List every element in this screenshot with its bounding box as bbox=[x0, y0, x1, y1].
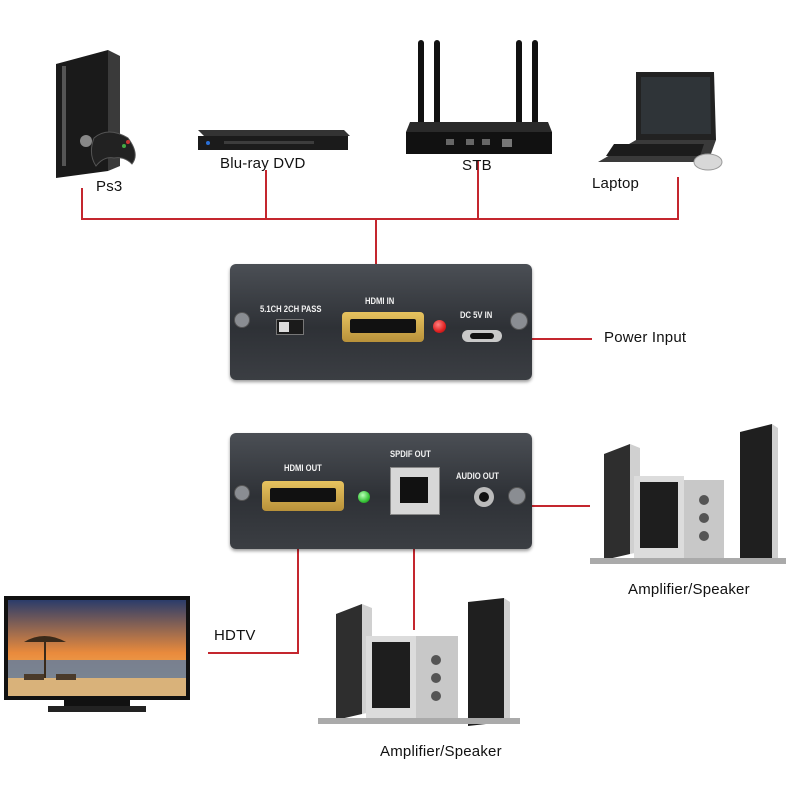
hdmi-in-label: HDMI IN bbox=[365, 296, 395, 306]
status-led-green bbox=[358, 491, 370, 503]
power-input-label: Power Input bbox=[604, 329, 687, 346]
hdmi-out-line bbox=[208, 515, 299, 654]
screw-icon bbox=[234, 312, 250, 328]
amplifier-right-label: Amplifier/Speaker bbox=[628, 581, 750, 598]
bluray-label: Blu-ray DVD bbox=[220, 155, 306, 172]
hdtv bbox=[4, 596, 190, 720]
power-led-red bbox=[433, 320, 446, 333]
amplifier-bottom-label: Amplifier/Speaker bbox=[380, 743, 502, 760]
speaker-system-right bbox=[590, 424, 786, 574]
hdtv-label: HDTV bbox=[214, 627, 256, 644]
mode-switch[interactable] bbox=[276, 319, 304, 335]
stb-box bbox=[406, 36, 552, 158]
spdif-out-label: SPDIF OUT bbox=[390, 449, 431, 459]
audio-out-jack[interactable] bbox=[474, 487, 494, 507]
hdmi-out-port[interactable] bbox=[262, 481, 344, 511]
ps3-console bbox=[48, 46, 148, 181]
output-panel: HDMI OUT SPDIF OUT AUDIO OUT bbox=[230, 433, 532, 549]
bluray-player bbox=[194, 124, 350, 152]
screw-icon bbox=[510, 312, 528, 330]
hdmi-in-port[interactable] bbox=[342, 312, 424, 342]
laptop bbox=[596, 70, 724, 174]
dc-in-port[interactable] bbox=[462, 330, 502, 342]
stb-label: STB bbox=[462, 157, 492, 174]
hdmi-out-label: HDMI OUT bbox=[284, 463, 322, 473]
screw-icon bbox=[234, 485, 250, 501]
switch-label: 5.1CH 2CH PASS bbox=[260, 304, 322, 314]
spdif-out-port[interactable] bbox=[390, 467, 440, 515]
audio-out-label: AUDIO OUT bbox=[456, 471, 499, 481]
dc-in-label: DC 5V IN bbox=[460, 310, 493, 320]
input-panel: 5.1CH 2CH PASS HDMI IN DC 5V IN bbox=[230, 264, 532, 380]
source-bus-line bbox=[81, 177, 679, 220]
laptop-label: Laptop bbox=[592, 175, 640, 192]
screw-icon bbox=[508, 487, 526, 505]
speaker-system-bottom bbox=[318, 598, 520, 732]
ps3-label: Ps3 bbox=[96, 178, 123, 195]
